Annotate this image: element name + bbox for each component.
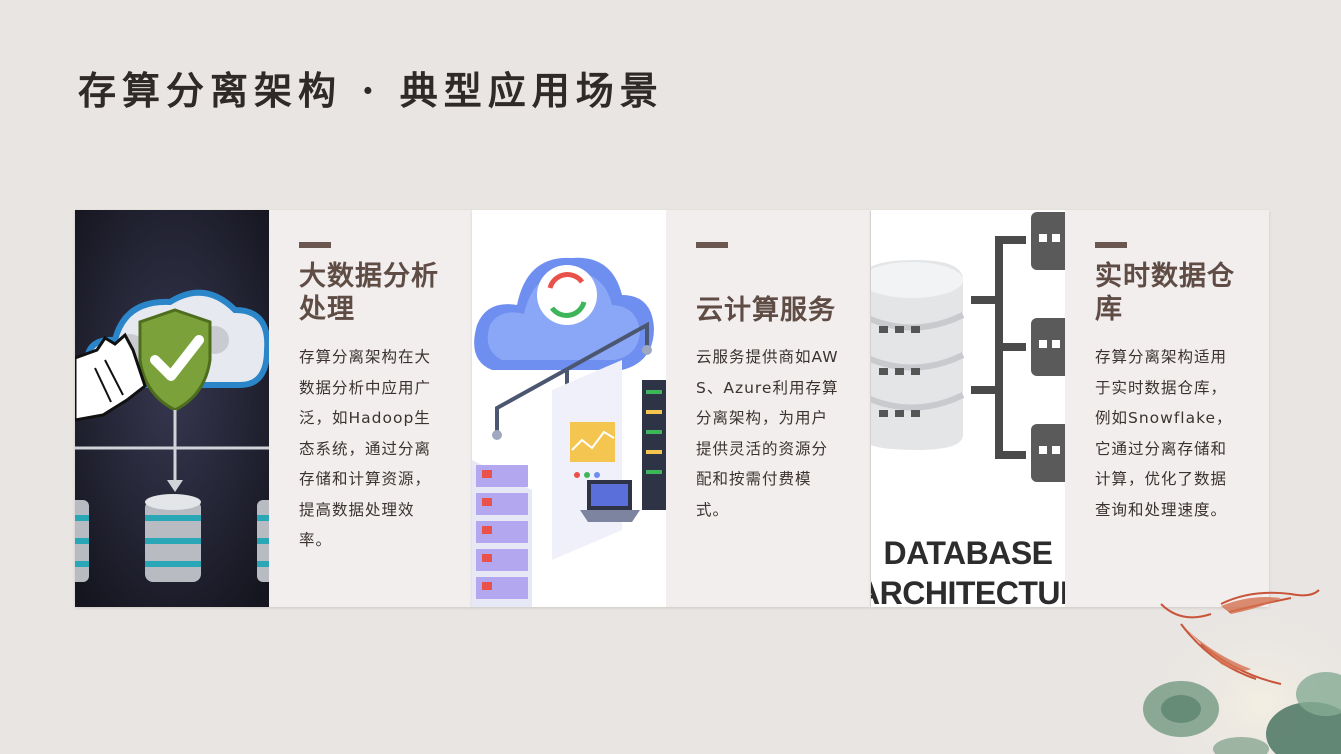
card-heading: 大数据分析处理 — [299, 261, 439, 325]
ink-shrimp-lotus-decoration — [1141, 584, 1341, 754]
card-heading: 云计算服务 — [696, 295, 836, 326]
database-icon — [257, 500, 269, 582]
card-image-security-cloud — [75, 210, 269, 607]
card-image-database-architecture: DATABASE ARCHITECTURE — [871, 210, 1065, 607]
server-tower-icon — [552, 360, 622, 560]
laptop-icon — [580, 480, 640, 522]
card-body: 存算分离架构适用于实时数据仓库，例如Snowflake，它通过分离存储和计算，优… — [1095, 348, 1233, 519]
card-big-data: 大数据分析处理 存算分离架构在大数据分析中应用广泛，如Hadoop生态系统，通过… — [75, 210, 473, 607]
lotus-leaf-icon — [1143, 672, 1341, 754]
cloud-icon — [474, 257, 654, 370]
accent-bar — [1095, 242, 1127, 248]
database-icon — [145, 494, 201, 582]
tree-connector-icon — [971, 236, 1026, 459]
server-rack-icon — [472, 460, 532, 607]
server-node-icon — [1031, 212, 1065, 270]
image-caption: DATABASE ARCHITECTURE — [871, 535, 1065, 607]
server-node-icon — [1031, 318, 1065, 376]
card-heading: 实时数据仓库 — [1095, 261, 1235, 325]
hand-cursor-icon — [75, 332, 147, 422]
server-rack-icon — [642, 380, 666, 510]
card-body: 云服务提供商如AWS、Azure利用存算分离架构，为用户提供灵活的资源分配和按需… — [696, 348, 839, 519]
card-image-cloud-servers — [472, 210, 666, 607]
card-realtime-warehouse: DATABASE ARCHITECTURE 实时数据仓库 存算分离架构适用于实时… — [871, 210, 1269, 607]
card-body: 存算分离架构在大数据分析中应用广泛，如Hadoop生态系统，通过分离存储和计算资… — [299, 348, 432, 549]
server-node-icon — [1031, 424, 1065, 482]
page-title: 存算分离架构 · 典型应用场景 — [78, 68, 664, 113]
database-icon — [75, 500, 89, 582]
accent-bar — [299, 242, 331, 248]
database-icon — [871, 260, 965, 450]
accent-bar — [696, 242, 728, 248]
card-cloud-computing: 云计算服务 云服务提供商如AWS、Azure利用存算分离架构，为用户提供灵活的资… — [472, 210, 870, 607]
